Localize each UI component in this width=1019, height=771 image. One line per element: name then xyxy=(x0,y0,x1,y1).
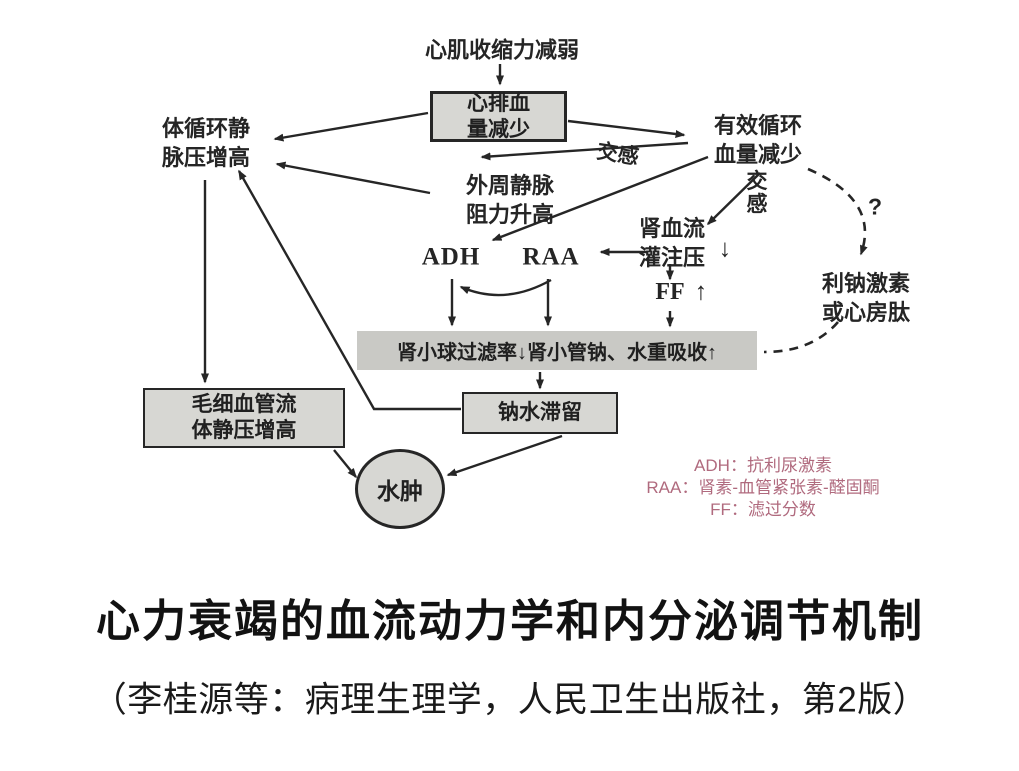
arrow-sodium-water-to-systemic-venous xyxy=(237,169,461,411)
down-arrow-icon: ↓ xyxy=(718,234,732,263)
legend-line-raa: RAA：肾素-血管紧张素-醛固酮 xyxy=(646,478,880,497)
up-arrow-icon: ↑ xyxy=(694,277,708,306)
node-systemic-venous-pressure: 体循环静 脉压增高 xyxy=(161,115,251,170)
legend-line-adh: ADH：抗利尿激素 xyxy=(694,456,832,475)
arrow-cardiac-output-to-systemic-venous xyxy=(273,111,429,142)
figure-source: （李桂源等：病理生理学，人民卫生出版社，第2版） xyxy=(91,680,929,720)
arrow-cardiac-output-to-effective-volume xyxy=(567,119,686,138)
legend-abbreviations: ADH：抗利尿激素 RAA：肾素-血管紧张素-醛固酮 FF：滤过分数 xyxy=(646,455,879,521)
arrow-capillary-to-edema xyxy=(333,449,357,479)
arrow-effective-volume-to-adh xyxy=(491,155,709,242)
arrow-effective-volume-to-peripheral-resistance xyxy=(480,141,689,161)
label-sympathetic-upper: 交感 xyxy=(595,139,641,170)
node-raa: RAA xyxy=(522,243,580,271)
legend-line-ff: FF：滤过分数 xyxy=(710,500,816,519)
box-sodium-water-retention: 钠水滞留 xyxy=(462,392,618,434)
figure-title: 心力衰竭的血流动力学和内分泌调节机制 xyxy=(96,597,924,646)
label-sympathetic-right: 交感 xyxy=(746,169,768,216)
arrow-sympathetic-to-renal-flow xyxy=(706,172,761,226)
box-cardiac-output: 心排血 量减少 xyxy=(430,91,567,142)
arrow-raa-to-adh-curved xyxy=(459,278,552,297)
arrow-sodium-water-to-edema xyxy=(446,434,563,477)
node-effective-circulating-volume: 有效循环 血量减少 xyxy=(713,112,803,167)
node-ff: FF xyxy=(655,279,685,306)
connector-layer xyxy=(201,64,868,479)
node-peripheral-venous-resistance: 外周静脉 阻力升高 xyxy=(465,172,555,227)
box-capillary-hydrostatic-pressure: 毛细血管流 体静压增高 xyxy=(143,388,345,448)
bar-glomerular-filtration-reabsorption: 肾小球过滤率↓肾小管钠、水重吸收↑ xyxy=(357,331,757,370)
arrow-peripheral-resistance-to-systemic-venous xyxy=(275,161,431,195)
node-renal-blood-flow-perfusion: 肾血流 灌注压 xyxy=(638,215,706,270)
arrow-dashed-effective-volume-to-natriuretic xyxy=(807,167,868,256)
node-adh: ADH xyxy=(421,243,481,271)
node-myocardial-contractility: 心肌收缩力减弱 xyxy=(424,37,580,63)
arrow-dashed-natriuretic-to-glomerular-bar xyxy=(763,321,839,354)
node-natriuretic-hormone: 利钠激素 或心房肽 xyxy=(821,270,911,325)
label-question-mark: ? xyxy=(867,193,883,220)
node-edema: 水肿 xyxy=(355,449,445,529)
